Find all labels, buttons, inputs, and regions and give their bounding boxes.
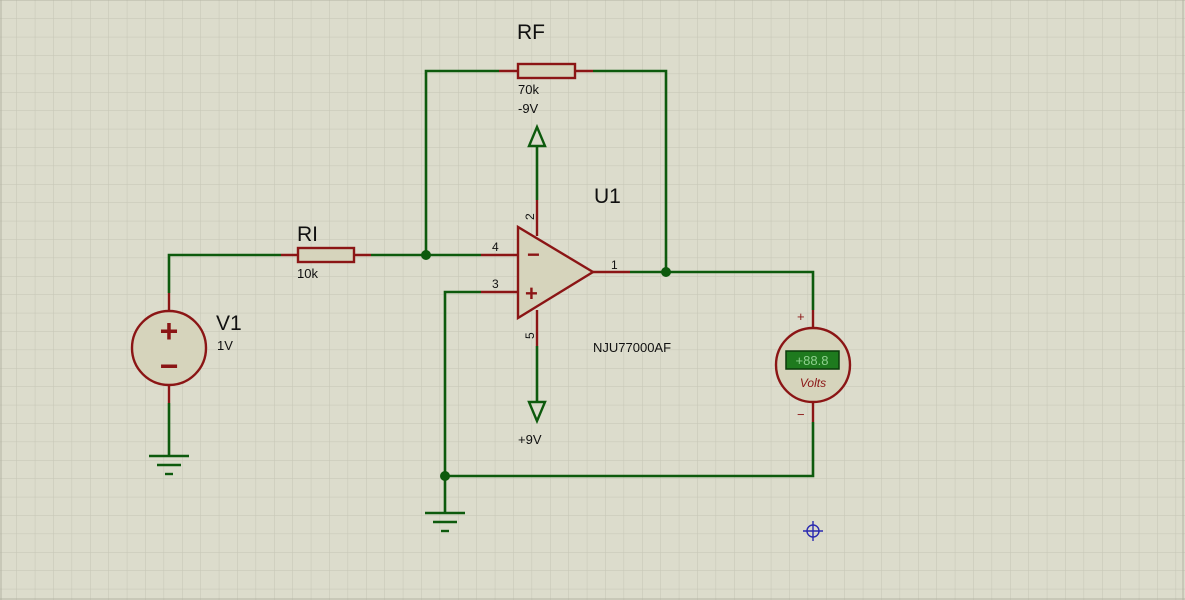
junction-dot — [421, 250, 431, 260]
wires — [167, 69, 815, 512]
pin-number-output: 1 — [611, 258, 618, 272]
pin-number-noninverting: 3 — [492, 277, 499, 291]
voltmeter-plus-symbol: + — [797, 309, 805, 324]
voltmeter-display-value: +88.8 — [796, 353, 829, 368]
ri-value-label: 10k — [297, 266, 318, 281]
opamp-body — [516, 224, 596, 321]
v1-value-label: 1V — [217, 338, 233, 353]
rail-top-label: -9V — [518, 101, 539, 116]
voltmeter[interactable]: +88.8 Volts + − — [774, 309, 852, 422]
ground-icon — [425, 511, 465, 533]
wire-feedback-left[interactable] — [424, 69, 499, 255]
pin-number-vneg: 2 — [523, 213, 537, 220]
v1-plus-symbol: + — [160, 313, 179, 349]
rf-value-label: 70k — [518, 82, 539, 97]
voltmeter-display — [785, 350, 840, 370]
opamp-plus-symbol: + — [525, 281, 538, 306]
junction-dot — [661, 267, 671, 277]
resistor-ri[interactable]: RI 10k — [281, 223, 371, 281]
ri-name-label: RI — [297, 223, 318, 246]
wire-feedback-right[interactable] — [593, 69, 668, 272]
wire-noninverting-ground[interactable] — [443, 290, 481, 512]
power-rail-bottom-icon[interactable]: +9V — [518, 400, 547, 447]
power-rail-top-icon[interactable]: -9V — [518, 101, 547, 148]
pin-number-vpos: 5 — [523, 332, 537, 339]
rail-bottom-label: +9V — [518, 432, 542, 447]
v1-name-label: V1 — [216, 312, 242, 335]
voltmeter-minus-symbol: − — [797, 407, 805, 422]
voltmeter-unit-label: Volts — [800, 376, 826, 390]
wire-output-meter[interactable] — [630, 270, 815, 310]
junction-dot — [440, 471, 450, 481]
rf-name-label: RF — [517, 21, 545, 44]
wire-meter-ground[interactable] — [445, 422, 815, 478]
pin-number-inverting: 4 — [492, 240, 499, 254]
crosshair-marker-icon[interactable] — [803, 521, 823, 541]
resistor-rf[interactable]: RF 70k — [499, 21, 593, 97]
v1-minus-symbol: − — [160, 348, 179, 384]
opamp-u1[interactable]: − + 4 3 1 2 5 U1 NJU77000AF — [481, 185, 671, 355]
voltage-source-v1[interactable]: + − V1 1V — [130, 293, 242, 403]
u1-name-label: U1 — [594, 185, 621, 208]
ground-icon — [149, 454, 189, 476]
wire-v1-ri[interactable] — [167, 253, 281, 293]
u1-part-label: NJU77000AF — [593, 340, 671, 355]
opamp-minus-symbol: − — [527, 242, 540, 267]
